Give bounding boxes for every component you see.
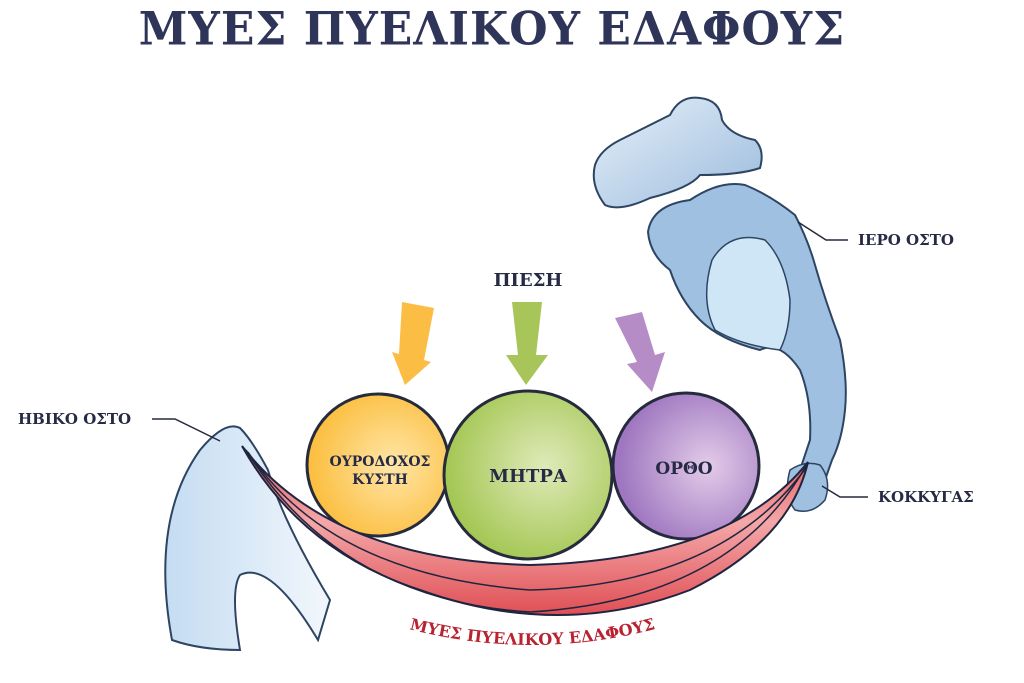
vertebra-bone [592, 96, 763, 209]
coccyx-leader-line [821, 485, 868, 498]
coccyx-label: ΚΟΚΚΥΓΑΣ [878, 488, 974, 506]
bladder-label-line2: ΚΥΣΤΗ [352, 472, 408, 488]
pubic-bone [164, 425, 332, 652]
organ-bladder: ΟΥΡΟΔΟΧΟΣ ΚΥΣΤΗ [305, 392, 451, 538]
sacrum-leader-line [797, 221, 848, 241]
organ-uterus: ΜΗΤΡΑ [442, 389, 614, 561]
rectum-label: ΟΡΘΟ [655, 459, 712, 479]
sacrum-label: ΙΕΡΟ ΟΣΤΟ [858, 231, 954, 249]
uterus-label: ΜΗΤΡΑ [489, 466, 568, 487]
page-title: ΜΥΕΣ ΠΥΕΛΙΚΟΥ ΕΔΑΦΟΥΣ [0, 2, 1024, 57]
bladder-label-line1: ΟΥΡΟΔΟΧΟΣ [330, 454, 431, 470]
pressure-label: ΠΙΕΣΗ [494, 270, 563, 291]
pubic-bone-label: ΗΒΙΚΟ ΟΣΤΟ [18, 410, 131, 428]
pressure-arrow-bladder [392, 302, 434, 385]
muscle-label: ΜΥΕΣ ΠΥΕΛΙΚΟΥ ΕΔΑΦΟΥΣ [408, 614, 657, 649]
organ-rectum: ΟΡΘΟ [611, 391, 761, 541]
pubic-leader-line [152, 418, 221, 442]
title-text: ΜΥΕΣ ΠΥΕΛΙΚΟΥ ΕΔΑΦΟΥΣ [138, 2, 846, 57]
sacrum-inner [705, 236, 791, 351]
pressure-arrow-uterus [506, 302, 548, 385]
pressure-arrow-rectum [615, 312, 665, 392]
